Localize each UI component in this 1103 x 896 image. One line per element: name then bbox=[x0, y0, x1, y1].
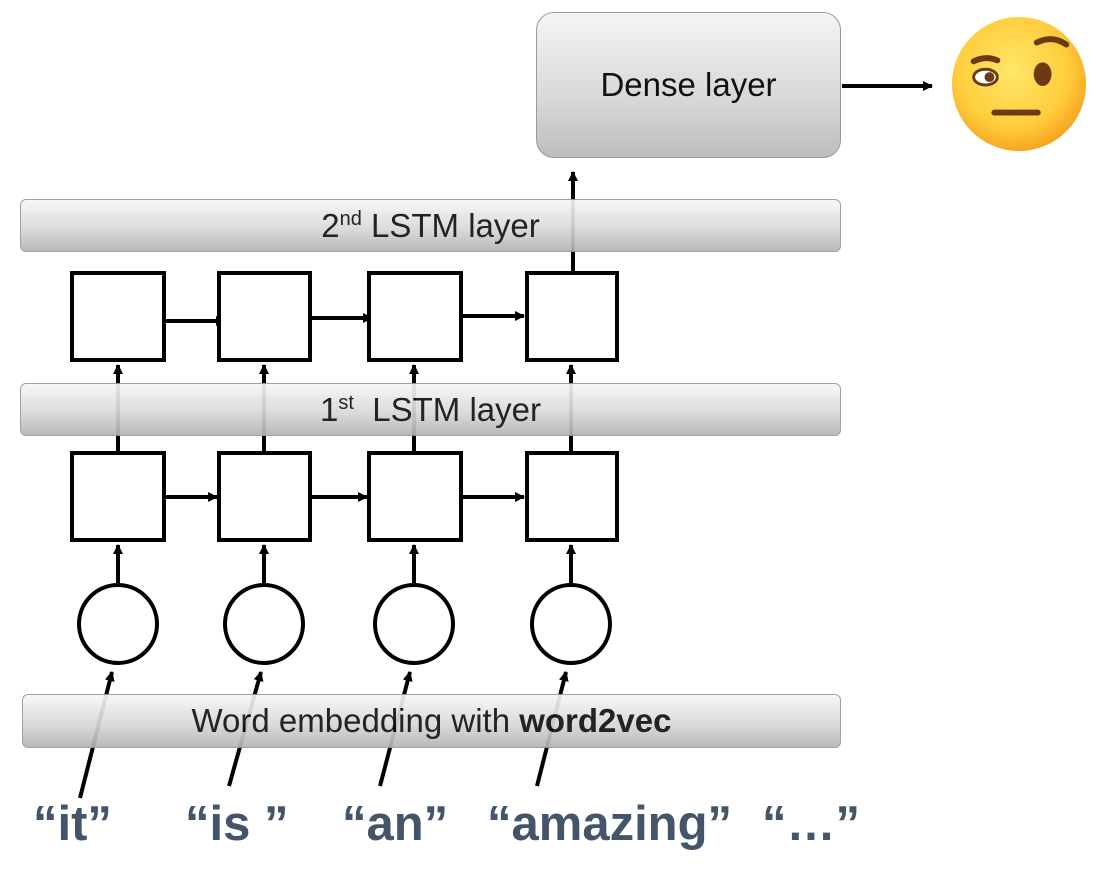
lstm1-layer-label: 1st LSTM layer bbox=[320, 391, 541, 429]
lstm2-cell-4 bbox=[525, 271, 619, 362]
embedding-layer-label: Word embedding with word2vec bbox=[192, 702, 672, 740]
lstm2-cell-3 bbox=[367, 271, 463, 362]
dense-layer-box: Dense layer bbox=[536, 12, 841, 158]
lstm1-cell-2 bbox=[217, 451, 312, 542]
embedding-label-text: Word embedding with bbox=[191, 702, 520, 739]
lstm1-ordinal: 1 bbox=[320, 390, 339, 428]
input-word-ellipsis: “…” bbox=[762, 797, 860, 851]
embedding-to-lstm1-arrows bbox=[113, 544, 576, 585]
lstm2-cell-2 bbox=[217, 271, 312, 362]
embedding-circle-3 bbox=[373, 583, 455, 665]
lstm1-label-text: LSTM layer bbox=[372, 390, 541, 428]
lstm2-ordinal: 2 bbox=[321, 206, 340, 244]
lstm2-ordinal-suffix: nd bbox=[339, 207, 362, 230]
embedding-circle-4 bbox=[530, 583, 612, 665]
lstm1-cell-3 bbox=[367, 451, 463, 542]
embedding-method-name: word2vec bbox=[519, 702, 672, 739]
lstm2-cells bbox=[70, 271, 619, 362]
dense-layer-label: Dense layer bbox=[600, 66, 777, 103]
lstm1-ordinal-suffix: st bbox=[338, 391, 354, 414]
lstm1-cells bbox=[70, 451, 619, 542]
lstm2-label-text: LSTM layer bbox=[371, 206, 540, 244]
lstm2-layer-label: 2nd LSTM layer bbox=[321, 207, 540, 245]
lstm1-layer-band: 1st LSTM layer bbox=[20, 383, 841, 436]
input-word-1: “it” bbox=[33, 797, 112, 851]
lstm1-cell-4 bbox=[525, 451, 619, 542]
lstm2-recurrent-arrows bbox=[164, 311, 525, 326]
embedding-vectors bbox=[77, 583, 612, 665]
lstm1-cell-1 bbox=[70, 451, 166, 542]
embedding-layer-band: Word embedding with word2vec bbox=[22, 694, 841, 748]
lstm2-cell-1 bbox=[70, 271, 166, 362]
face-with-raised-eyebrow-icon bbox=[951, 16, 1087, 152]
input-word-4: “amazing” bbox=[487, 797, 733, 851]
input-word-3: “an” bbox=[342, 797, 449, 851]
embedding-circle-1 bbox=[77, 583, 159, 665]
embedding-circle-2 bbox=[223, 583, 305, 665]
input-word-2: “is ” bbox=[185, 797, 289, 851]
lstm2-layer-band: 2nd LSTM layer bbox=[20, 199, 841, 252]
